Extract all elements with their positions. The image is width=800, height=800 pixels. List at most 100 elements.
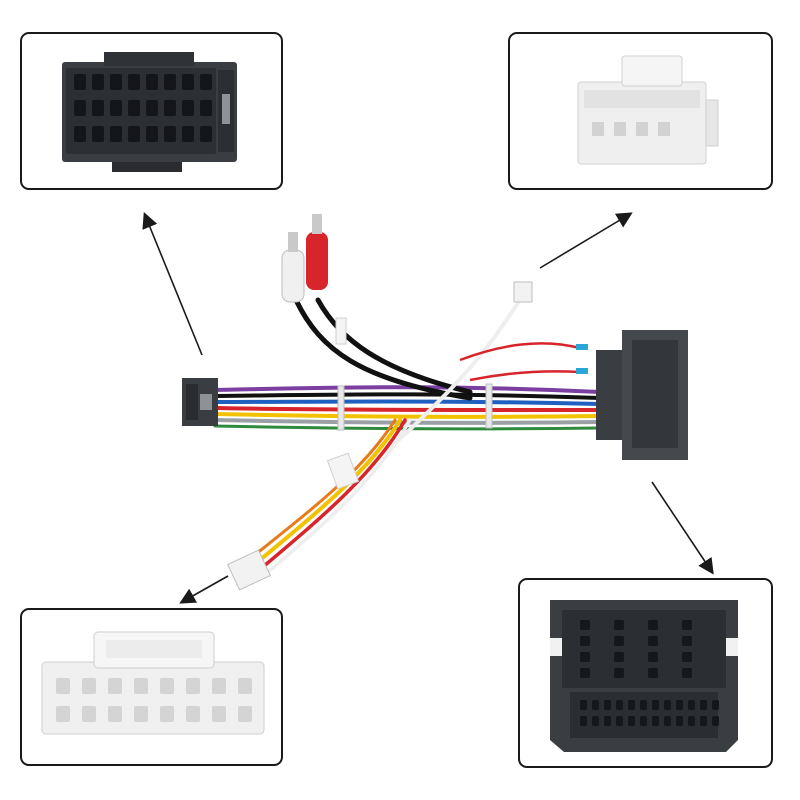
inset-black-quadlock-connector [518, 578, 773, 768]
pin-cavity [580, 620, 590, 630]
pin-cavity [580, 716, 587, 726]
small-white-plug [513, 281, 533, 303]
arrow-to-bottom-left [179, 575, 229, 604]
pin-cavity [614, 668, 624, 678]
pin-cavity [128, 74, 140, 90]
pin-cavity [186, 678, 200, 694]
pin-cavity [688, 700, 695, 710]
pin-cavity [160, 678, 174, 694]
pin-cavity [682, 620, 692, 630]
main-wire-bundle [213, 385, 602, 431]
pin-cavity [74, 100, 86, 116]
pin-cavity [212, 678, 226, 694]
pin-cavity [56, 706, 70, 722]
pin-cavity [110, 100, 122, 116]
pin-cavity [212, 706, 226, 722]
pin-cavity [652, 716, 659, 726]
pin-cavity [200, 74, 212, 90]
pin-cavity [186, 706, 200, 722]
inset-white-small-connector [508, 32, 773, 190]
pin-cavity [592, 700, 599, 710]
pin-cavity [110, 74, 122, 90]
black-16pin-connector-illustration [62, 52, 237, 172]
pin-cavity [238, 678, 252, 694]
pin-cavity [580, 652, 590, 662]
inset-black-16pin-connector [20, 32, 283, 190]
pin-cavity [682, 652, 692, 662]
pin-cavity [146, 74, 158, 90]
pin-cavity [648, 652, 658, 662]
pin-cavity [580, 700, 587, 710]
rca-plug-red [306, 214, 328, 290]
pin-cavity [604, 716, 611, 726]
pin-cavity [92, 74, 104, 90]
pin-cavity [238, 706, 252, 722]
cable-tie-2 [485, 383, 493, 429]
pin-cavity [134, 706, 148, 722]
pin-cavity [580, 668, 590, 678]
pin-cavity [628, 716, 635, 726]
pin-cavity [652, 700, 659, 710]
pin-cavity [648, 620, 658, 630]
white-16pin-plug [227, 549, 271, 591]
pin-cavity [200, 126, 212, 142]
pin-cavity [614, 636, 624, 646]
pin-cavity [614, 652, 624, 662]
pin-cavity [640, 700, 647, 710]
pin-cavity [160, 706, 174, 722]
pin-cavity [182, 74, 194, 90]
rca-plug-white [281, 232, 305, 303]
pin-cavity [676, 700, 683, 710]
pin-cavity [682, 668, 692, 678]
blue-tip-1 [576, 344, 588, 350]
quadlock-plug [596, 330, 688, 460]
pin-cavity [616, 716, 623, 726]
red-wire-blue-tip-2 [469, 370, 581, 382]
pin-cavity [688, 716, 695, 726]
pin-cavity [128, 126, 140, 142]
pin-cavity [592, 716, 599, 726]
red-wire-blue-tip-1 [459, 342, 581, 362]
pin-cavity [146, 126, 158, 142]
pin-cavity [134, 678, 148, 694]
black-quadlock-connector-illustration [550, 600, 738, 752]
blue-tip-2 [576, 368, 588, 374]
pin-cavity [146, 100, 158, 116]
pin-cavity [108, 706, 122, 722]
pin-cavity [712, 716, 719, 726]
arrow-to-bottom-right [651, 481, 714, 575]
pin-cavity [712, 700, 719, 710]
white-small-connector-illustration [577, 55, 719, 165]
pin-cavity [92, 100, 104, 116]
pin-cavity [82, 678, 96, 694]
pin-cavity [664, 716, 671, 726]
black-16pin-plug [182, 378, 218, 426]
pin-cavity [700, 700, 707, 710]
pin-cavity [700, 716, 707, 726]
pin-cavity [648, 636, 658, 646]
pin-cavity [664, 700, 671, 710]
pin-cavity [110, 126, 122, 142]
pin-cavity [614, 620, 624, 630]
pin-cavity [616, 700, 623, 710]
pin-cavity [164, 74, 176, 90]
pin-cavity [182, 100, 194, 116]
rca-label-tag [335, 317, 347, 345]
pin-cavity [164, 100, 176, 116]
pin-cavity [56, 678, 70, 694]
pin-cavity [74, 126, 86, 142]
pin-cavity [164, 126, 176, 142]
pin-cavity [74, 74, 86, 90]
pin-cavity [200, 100, 212, 116]
pin-cavity [182, 126, 194, 142]
arrow-to-top-right [539, 212, 633, 269]
pin-cavity [676, 716, 683, 726]
pin-cavity [640, 716, 647, 726]
pin-cavity [604, 700, 611, 710]
lower-label-tag [326, 452, 360, 490]
pin-cavity [92, 126, 104, 142]
pin-cavity [682, 636, 692, 646]
branch-wires-lower [254, 418, 412, 574]
